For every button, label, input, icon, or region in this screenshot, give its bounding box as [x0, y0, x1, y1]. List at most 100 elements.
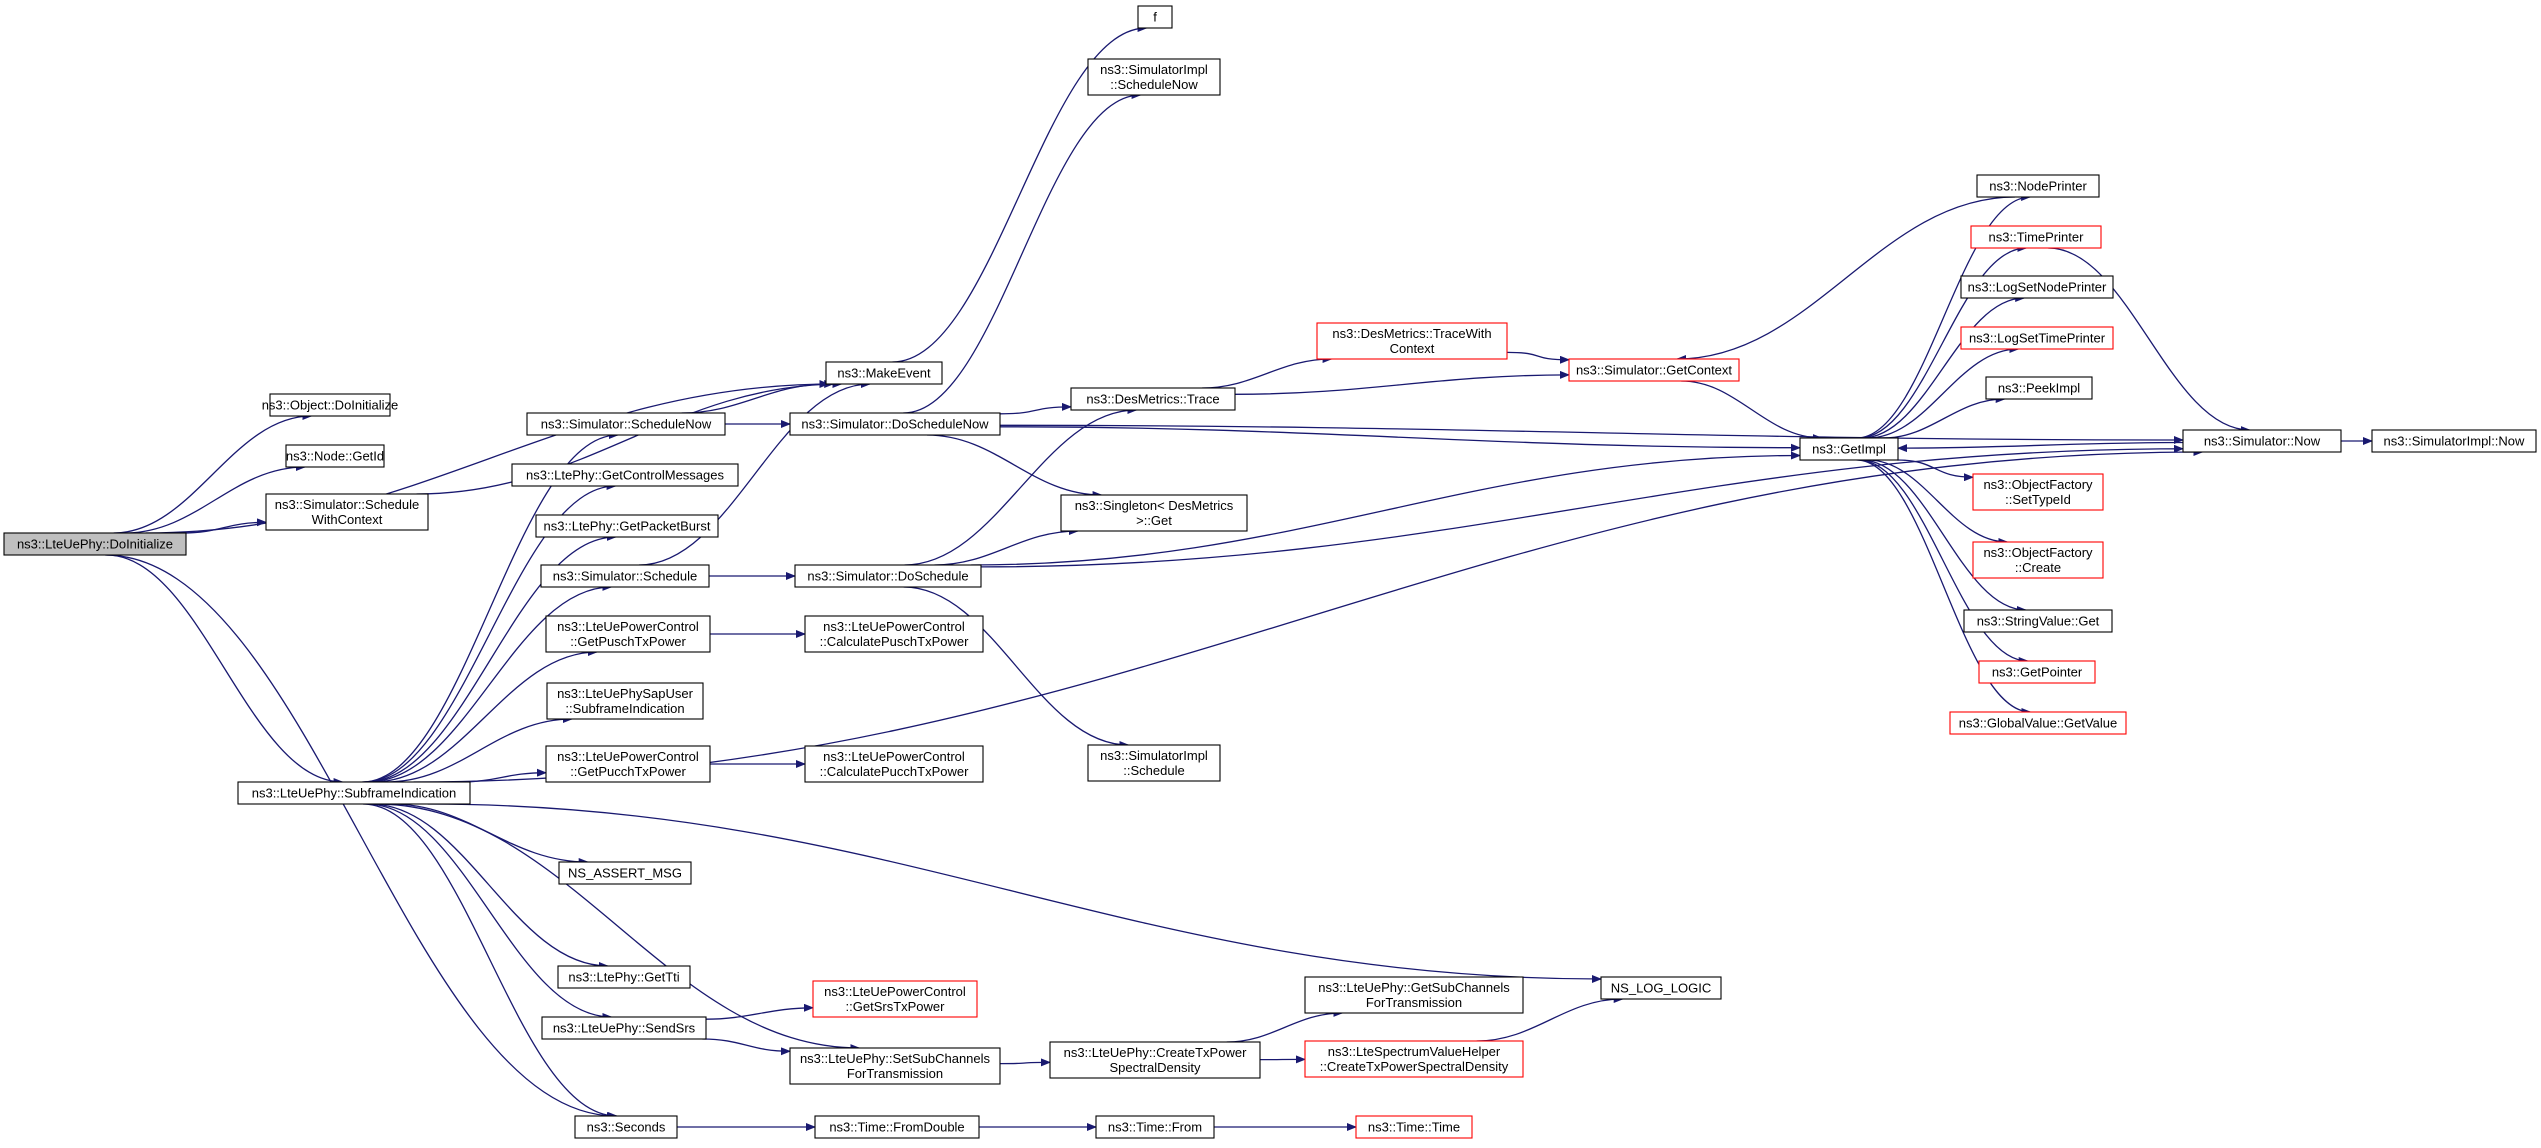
node-getcontext[interactable]: ns3::Simulator::GetContext [1568, 358, 1740, 382]
node-node-getid[interactable]: ns3::Node::GetId [285, 444, 385, 468]
edge-root-to-node_getid [124, 463, 306, 534]
node-peekimpl[interactable]: ns3::PeekImpl [1985, 376, 2093, 400]
node-sendsrs[interactable]: ns3::LteUePhy::SendSrs [541, 1016, 707, 1040]
node-doschednow[interactable]: ns3::Simulator::DoScheduleNow [789, 412, 1001, 436]
node-getsrs[interactable]: ns3::LteUePowerControl::GetSrsTxPower [812, 980, 978, 1018]
node-box [2182, 429, 2342, 453]
node-nodeprinter[interactable]: ns3::NodePrinter [1976, 174, 2100, 198]
node-globalvalue[interactable]: ns3::GlobalValue::GetValue [1949, 711, 2127, 735]
node-label: ns3::Simulator::DoSchedule [807, 569, 968, 584]
node-singleton[interactable]: ns3::Singleton< DesMetrics >::Get [1060, 494, 1248, 532]
node-settypeid[interactable]: ns3::ObjectFactory::SetTypeId [1972, 473, 2104, 511]
node-timeprinter[interactable]: ns3::TimePrinter [1970, 225, 2102, 249]
edge-desmetrics_trace-to-getcontext [1234, 370, 1570, 395]
node-label: ::SetTypeId [2005, 492, 2071, 507]
node-box [545, 615, 711, 653]
node-stringvalue[interactable]: ns3::StringValue::Get [1963, 609, 2113, 633]
node-label: ::Create [2015, 560, 2061, 575]
node-box [789, 412, 1001, 436]
node-makeevent[interactable]: ns3::MakeEvent [825, 361, 943, 385]
node-getctrlmsg[interactable]: ns3::LtePhy::GetControlMessages [511, 463, 739, 487]
node-label: ns3::TimePrinter [1989, 230, 2085, 245]
node-simimpl-schednow[interactable]: ns3::SimulatorImpl::ScheduleNow [1087, 58, 1221, 96]
node-of-create[interactable]: ns3::ObjectFactory::Create [1972, 541, 2104, 579]
node-sim-schedule[interactable]: ns3::Simulator::Schedule [540, 564, 710, 588]
node-label: ns3::Time::Time [1368, 1120, 1460, 1135]
node-box [1976, 174, 2100, 198]
node-gettti[interactable]: ns3::LtePhy::GetTti [557, 965, 691, 989]
node-label: ForTransmission [1366, 995, 1462, 1010]
node-sim-now[interactable]: ns3::Simulator::Now [2182, 429, 2342, 453]
edge-desmetrics_trace-to-tracewithctx [1202, 355, 1333, 389]
edge-layer [104, 24, 2373, 1131]
edge-subframe-to-setsubch [375, 803, 861, 1052]
node-getpusch[interactable]: ns3::LteUePowerControl::GetPuschTxPower [545, 615, 711, 653]
node-logsetnode[interactable]: ns3::LogSetNodePrinter [1960, 275, 2114, 299]
edge-dosched-to-desmetrics_trace [904, 406, 1138, 566]
node-layer: ns3::LteUePhy::DoInitialize ns3::Object::… [3, 5, 2537, 1139]
node-label: ::CreateTxPowerSpectralDensity [1320, 1059, 1509, 1074]
node-spectrumhelper[interactable]: ns3::LteSpectrumValueHelper::CreateTxPow… [1304, 1040, 1524, 1078]
node-ns-log-logic[interactable]: NS_LOG_LOGIC [1600, 976, 1722, 1000]
node-box [1568, 358, 1740, 382]
node-label: ns3::MakeEvent [837, 366, 931, 381]
node-createtxpsd[interactable]: ns3::LteUePhy::CreateTxPowerSpectralDens… [1049, 1041, 1261, 1079]
node-assert[interactable]: NS_ASSERT_MSG [558, 861, 692, 885]
node-getpointer[interactable]: ns3::GetPointer [1978, 660, 2096, 684]
node-desmetrics-trace[interactable]: ns3::DesMetrics::Trace [1070, 387, 1236, 411]
node-calcpucch[interactable]: ns3::LteUePowerControl::CalculatePucchTx… [804, 745, 984, 783]
edge-timeprinter-to-sim_now [2048, 247, 2251, 434]
node-box [265, 493, 429, 531]
node-subframe[interactable]: ns3::LteUePhy::SubframeIndication [237, 781, 471, 805]
node-box [814, 1115, 980, 1139]
node-label: ns3::Object::DoInitialize [262, 398, 399, 413]
edge-root-to-obj_doinit [113, 412, 313, 534]
node-label: ns3::DesMetrics::Trace [1086, 392, 1219, 407]
node-label: ns3::LteUePowerControl [823, 619, 965, 634]
node-getimpl[interactable]: ns3::GetImpl [1799, 437, 1899, 461]
node-label: ::CalculatePuschTxPower [820, 634, 970, 649]
node-seconds[interactable]: ns3::Seconds [574, 1115, 678, 1139]
node-simimpl-now[interactable]: ns3::SimulatorImpl::Now [2371, 429, 2537, 453]
edge-subframe-to-sendsrs [366, 803, 613, 1021]
edge-subframe-to-getctrlmsg [363, 482, 617, 783]
node-sim-schednow[interactable]: ns3::Simulator::ScheduleNow [526, 412, 726, 436]
node-box [1600, 976, 1722, 1000]
edge-subframe-to-sapuser [386, 715, 573, 783]
node-obj-doinit[interactable]: ns3::Object::DoInitialize [262, 393, 399, 417]
node-root[interactable]: ns3::LteUePhy::DoInitialize [3, 532, 187, 556]
node-getpucch[interactable]: ns3::LteUePowerControl::GetPucchTxPower [545, 745, 711, 783]
node-logsettime[interactable]: ns3::LogSetTimePrinter [1960, 326, 2114, 350]
node-simimpl-sched[interactable]: ns3::SimulatorImpl::Schedule [1087, 744, 1221, 782]
edge-createtxpsd-to-getsubch [1226, 1009, 1344, 1043]
node-sapuser[interactable]: ns3::LteUePhySapUser::SubframeIndication [546, 682, 704, 720]
node-label: ns3::LtePhy::GetControlMessages [526, 468, 724, 483]
node-time-time[interactable]: ns3::Time::Time [1355, 1115, 1473, 1139]
edge-doschednow-to-getimpl [999, 426, 1801, 452]
node-f[interactable]: f [1137, 5, 1173, 29]
node-getsubch[interactable]: ns3::LteUePhy::GetSubChannelsForTransmis… [1304, 976, 1524, 1014]
node-label: ns3::LogSetNodePrinter [1968, 280, 2107, 295]
node-label: ns3::LogSetTimePrinter [1969, 331, 2106, 346]
node-calcpusch[interactable]: ns3::LteUePowerControl::CalculatePuschTx… [804, 615, 984, 653]
node-box [1137, 5, 1173, 29]
node-getpktburst[interactable]: ns3::LtePhy::GetPacketBurst [535, 514, 719, 538]
node-setsubch[interactable]: ns3::LteUePhy::SetSubChannelsForTransmis… [789, 1047, 1001, 1085]
node-box [1095, 1115, 1215, 1139]
node-box [1963, 609, 2113, 633]
node-label: ns3::LteUePowerControl [557, 619, 699, 634]
node-label: ns3::SimulatorImpl::Now [2384, 434, 2525, 449]
node-box [541, 1016, 707, 1040]
edge-getimpl-to-settypeid [1897, 459, 1974, 482]
edge-subframe-to-gettti [370, 803, 609, 970]
node-box [1972, 473, 2104, 511]
edge-getimpl-to-timeprinter [1858, 244, 2028, 439]
node-box [1316, 322, 1508, 360]
edge-setsubch-to-createtxpsd [999, 1058, 1051, 1067]
node-time-from[interactable]: ns3::Time::From [1095, 1115, 1215, 1139]
node-fromdouble[interactable]: ns3::Time::FromDouble [814, 1115, 980, 1139]
node-box [1960, 275, 2114, 299]
node-dosched[interactable]: ns3::Simulator::DoSchedule [794, 564, 982, 588]
